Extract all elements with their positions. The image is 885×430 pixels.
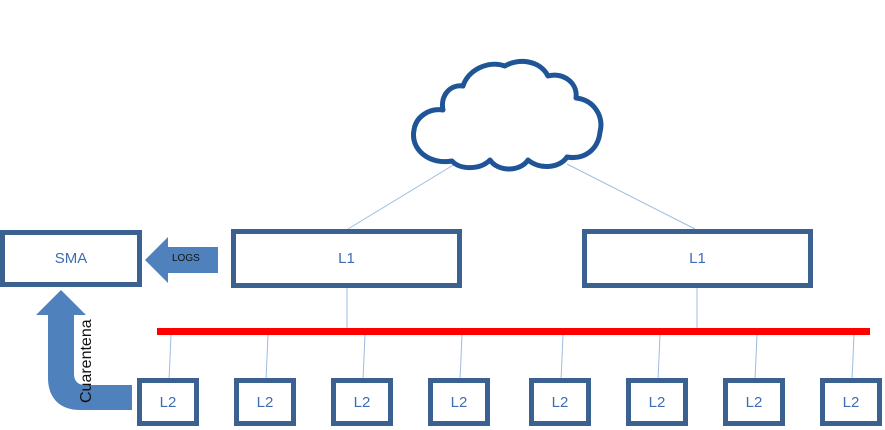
connector-bus-l2 bbox=[459, 334, 463, 381]
cloud-icon bbox=[411, 58, 604, 172]
l2-node[interactable]: L2 bbox=[428, 378, 490, 426]
connector-cloud-l1-right bbox=[566, 163, 696, 230]
logs-label: LOGS bbox=[172, 253, 200, 264]
l2-node[interactable]: L2 bbox=[820, 378, 882, 426]
l2-label: L2 bbox=[745, 393, 763, 411]
l2-node[interactable]: L2 bbox=[723, 378, 785, 426]
l2-label: L2 bbox=[159, 393, 177, 411]
l2-node[interactable]: L2 bbox=[331, 378, 393, 426]
l1-node[interactable]: L1 bbox=[582, 229, 813, 288]
l1-label: L1 bbox=[689, 250, 706, 267]
sma-box[interactable]: SMA bbox=[0, 230, 142, 287]
l2-label: L2 bbox=[256, 393, 274, 411]
connector-bus-l2 bbox=[168, 334, 172, 381]
logs-arrow bbox=[145, 237, 218, 283]
l2-label: L2 bbox=[353, 393, 371, 411]
connector-cloud-l1-left bbox=[347, 163, 456, 230]
quarantine-label: Cuarentena bbox=[78, 319, 95, 403]
l2-node[interactable]: L2 bbox=[234, 378, 296, 426]
l2-label: L2 bbox=[842, 393, 860, 411]
l2-node[interactable]: L2 bbox=[529, 378, 591, 426]
l1-node[interactable]: L1 bbox=[231, 229, 462, 288]
l1-label: L1 bbox=[338, 250, 355, 267]
connector-bus-l2 bbox=[362, 334, 366, 381]
l2-node[interactable]: L2 bbox=[137, 378, 199, 426]
network-bus bbox=[157, 328, 870, 335]
l2-connectors bbox=[168, 334, 855, 381]
l2-label: L2 bbox=[648, 393, 666, 411]
quarantine-arrow bbox=[36, 290, 132, 410]
sma-label: SMA bbox=[54, 250, 88, 267]
l2-label: L2 bbox=[450, 393, 468, 411]
connector-bus-l2 bbox=[265, 334, 269, 381]
connector-bus-l2 bbox=[754, 334, 758, 381]
l2-label: L2 bbox=[551, 393, 569, 411]
connector-bus-l2 bbox=[560, 334, 564, 381]
l2-node[interactable]: L2 bbox=[626, 378, 688, 426]
connector-bus-l2 bbox=[851, 334, 855, 381]
connector-bus-l2 bbox=[657, 334, 661, 381]
